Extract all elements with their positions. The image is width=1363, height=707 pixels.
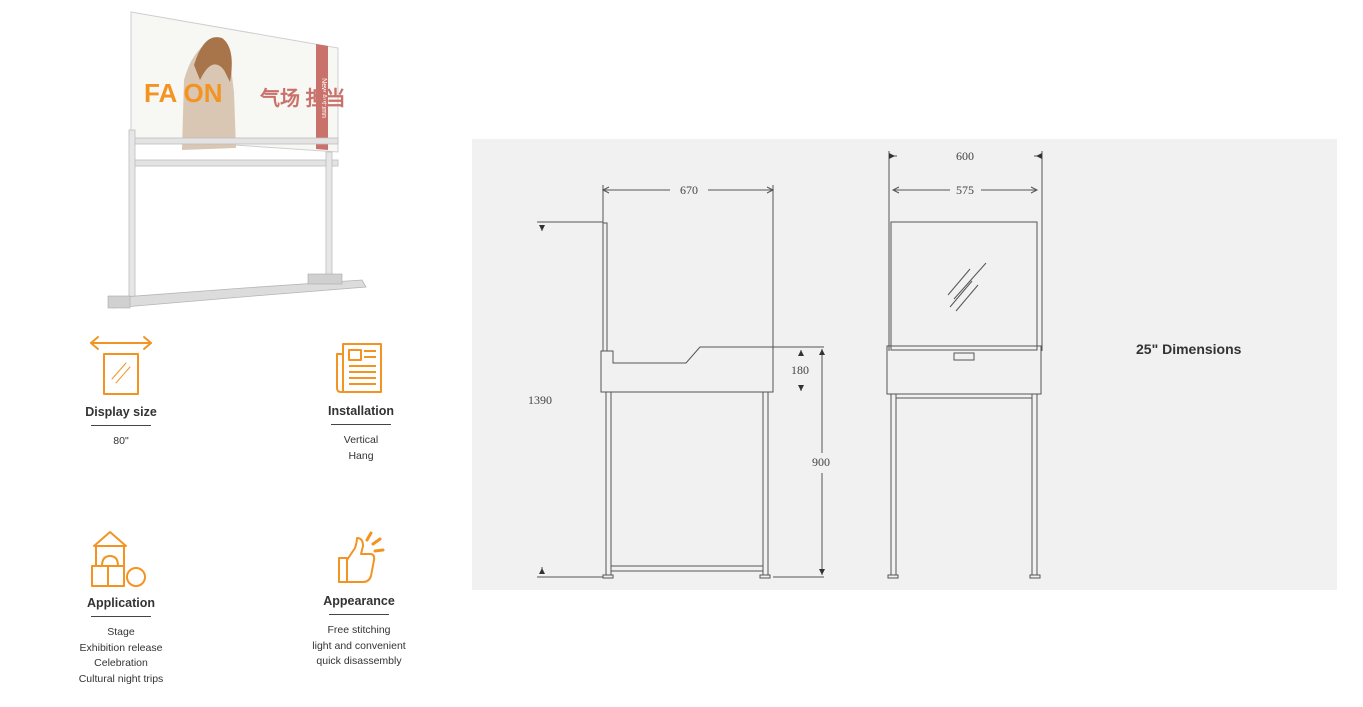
feature-title: Appearance [323,594,395,608]
feature-title: Installation [328,404,394,418]
screen-cn-text: 气场 担当 [259,86,346,110]
feature-line: Cultural night trips [78,672,164,685]
newspaper-icon [336,343,382,393]
drawing-title: 25" Dimensions [1136,341,1242,357]
feature-line: Celebration [94,657,148,669]
feature-line: Free stitching [327,624,391,636]
feature-line: Hang [348,449,374,462]
feature-appearance: Appearance Free stitching light and conv… [279,528,439,670]
feature-application: Application Stage Exhibition release Cel… [41,528,201,687]
dimension-drawing-panel: 670 1390 180 900 600 575 25" Dimensions [472,139,1337,590]
product-photo: New Autumn FA ON 气场 担当 [107,11,367,309]
dim-label-900: 900 [812,455,830,469]
feature-installation: Installation Vertical Hang [281,338,441,464]
screen-vertical-text: New Autumn [320,78,327,118]
feature-line: 80" [113,435,129,447]
feature-line: Vertical [343,434,379,446]
divider [331,424,391,425]
dim-label-180: 180 [791,363,809,377]
feature-title: Display size [85,405,157,419]
blocks-icon [91,531,146,587]
feature-line: Stage [107,626,135,638]
dim-label-575: 575 [956,183,974,197]
divider [91,616,151,617]
feature-display-size: Display size 80" [41,333,201,450]
feature-line: light and convenient [312,639,406,652]
feature-line: Exhibition release [79,641,163,654]
dim-label-670: 670 [680,183,698,197]
technical-drawing: 670 1390 180 900 600 575 [528,149,1043,579]
display-size-icon [90,336,152,395]
divider [329,614,389,615]
feature-title: Application [86,596,156,610]
dim-label-600: 600 [956,149,974,163]
dim-label-1390: 1390 [528,393,552,407]
divider [91,425,151,426]
feature-line: quick disassembly [316,655,402,667]
thumbs-up-icon [338,531,385,583]
screen-main-text: FA ON [144,78,222,108]
